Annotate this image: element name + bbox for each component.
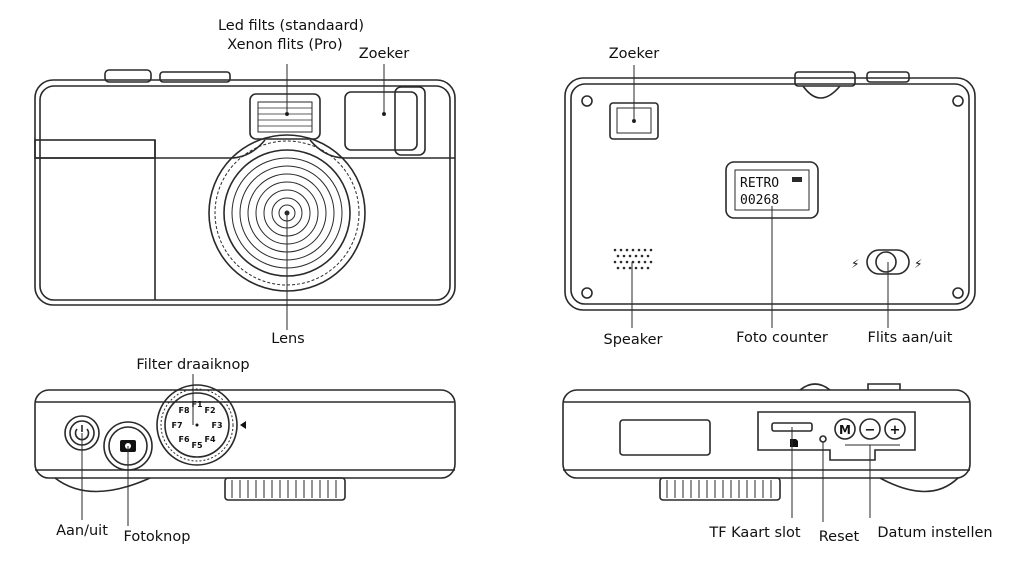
photo-counter-display: RETRO 00268	[725, 161, 819, 219]
flash-window	[249, 93, 321, 140]
label-plate	[619, 419, 711, 456]
camera-back-view: RETRO 00268 ⚡ ⚡ Zoeker Speaker Foto coun…	[564, 46, 976, 348]
battery-icon	[792, 177, 802, 182]
display-text-mode: RETRO	[740, 176, 779, 191]
flash-switch[interactable]: ⚡ ⚡	[851, 249, 922, 275]
label-power: Aan/uit	[56, 523, 108, 539]
camera-front-view: Led filts (standaard) Xenon flits (Pro) …	[34, 18, 456, 347]
label-xenon-flash: Xenon flits (Pro)	[227, 37, 342, 53]
dial-label: F4	[204, 435, 215, 444]
plus-button[interactable]: +	[884, 418, 906, 440]
mode-button[interactable]: M	[834, 418, 856, 440]
display-text-count: 00268	[740, 193, 779, 208]
label-viewfinder-front: Zoeker	[359, 46, 410, 62]
minus-button[interactable]: −	[859, 418, 881, 440]
label-flash-switch: Flits aan/uit	[868, 330, 953, 346]
label-date-set: Datum instellen	[877, 525, 992, 541]
port-panel	[757, 411, 916, 461]
minus-button-label: −	[865, 423, 876, 438]
label-lens: Lens	[271, 331, 305, 347]
sd-card-icon	[790, 439, 798, 447]
dial-indicator-icon	[240, 421, 246, 429]
dial-label: F5	[191, 441, 202, 450]
label-viewfinder-back: Zoeker	[609, 46, 660, 62]
filter-dial[interactable]: F1 F2 F3 F4 F5 F6 F7 F8	[156, 384, 246, 466]
label-filter-dial: Filter draaiknop	[136, 357, 249, 373]
label-photo-counter: Foto counter	[736, 330, 828, 346]
dial-label: F2	[204, 406, 215, 415]
reset-button[interactable]	[819, 435, 827, 443]
flash-off-icon: ⚡	[851, 257, 859, 271]
screw-icon	[581, 95, 964, 299]
dial-label: F8	[178, 406, 189, 415]
plus-button-label: +	[890, 423, 901, 438]
label-shutter: Fotoknop	[124, 529, 191, 545]
label-reset: Reset	[819, 529, 860, 545]
dial-label: F3	[211, 421, 222, 430]
camera-bottom-view: M − + TF Kaart slot Reset Datum instelle…	[562, 383, 993, 545]
dial-label: F7	[171, 421, 182, 430]
camera-top-view: F1 F2 F3 F4 F5 F6 F7 F8 Filter draaiknop…	[34, 357, 456, 545]
dial-label: F1	[191, 400, 202, 409]
mode-button-label: M	[839, 423, 851, 437]
label-led-flash: Led filts (standaard)	[218, 18, 364, 34]
dial-label: F6	[178, 435, 189, 444]
label-speaker: Speaker	[604, 332, 663, 348]
flash-on-icon: ⚡	[914, 257, 922, 271]
speaker-grille	[613, 248, 653, 270]
label-tf-slot: TF Kaart slot	[708, 525, 801, 541]
viewfinder-front	[344, 86, 426, 156]
